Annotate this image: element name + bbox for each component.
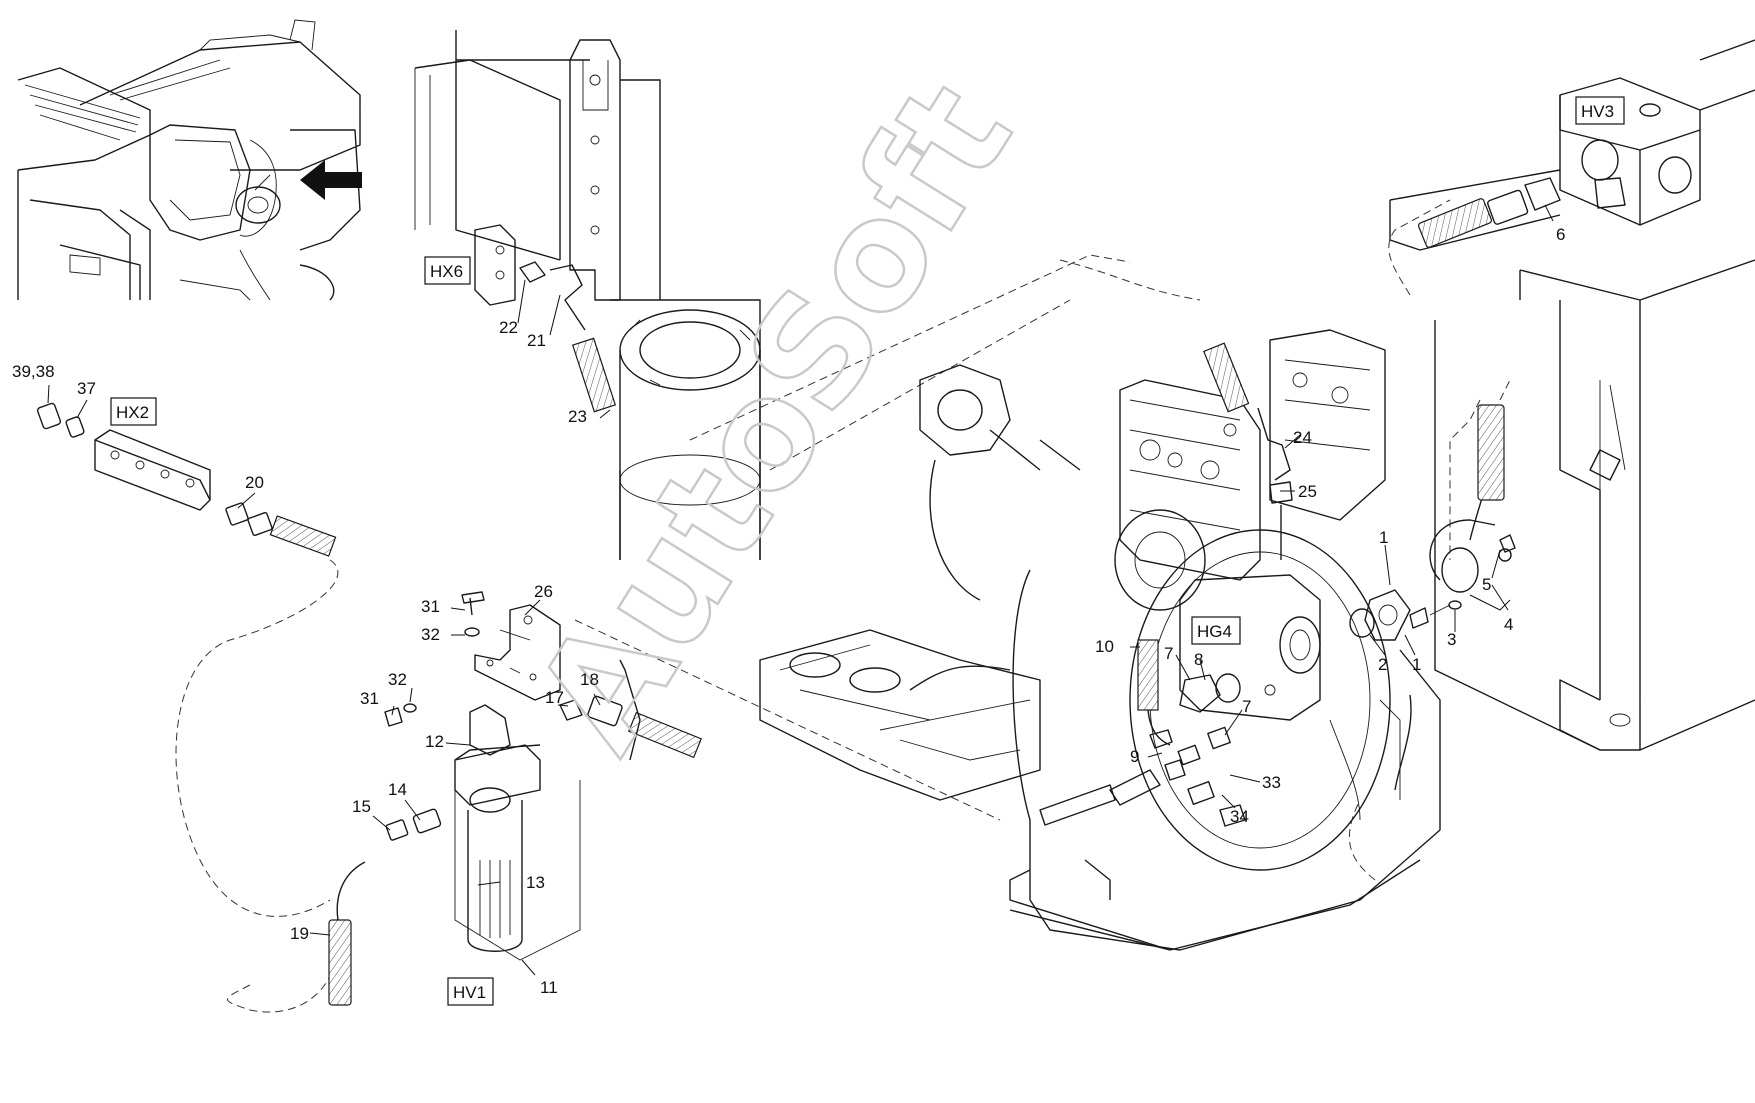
callout-2: 2 <box>1378 655 1387 674</box>
hose-route-dashed <box>175 559 339 917</box>
callout-14: 14 <box>388 780 407 799</box>
block-hx2 <box>36 402 337 557</box>
callout-17: 17 <box>545 688 564 707</box>
callout-5: 5 <box>1482 575 1491 594</box>
callout-34: 34 <box>1230 807 1249 826</box>
callout-32-left: 32 <box>388 670 407 689</box>
callout-19: 19 <box>290 924 309 943</box>
callout-3: 3 <box>1447 630 1456 649</box>
callout-10: 10 <box>1095 637 1114 656</box>
pump-fittings <box>1039 673 1246 827</box>
lower-frame <box>759 629 1041 801</box>
callout-1-top: 1 <box>1379 528 1388 547</box>
callout-7-right: 7 <box>1242 697 1251 716</box>
callout-7-top: 7 <box>1164 644 1173 663</box>
tag-hg4-box <box>1191 616 1241 645</box>
callout-13: 13 <box>526 873 545 892</box>
callout-20: 20 <box>245 473 264 492</box>
pipes-24-25 <box>1137 342 1293 746</box>
callout-1-bottom: 1 <box>1412 655 1421 674</box>
leader-lines <box>47 204 1554 976</box>
callout-39-38: 39,38 <box>12 362 55 381</box>
callout-31-left: 31 <box>360 689 379 708</box>
callout-18: 18 <box>580 670 599 689</box>
tag-hv1: HV1 <box>453 983 486 1002</box>
filter-assembly <box>328 591 702 1006</box>
right-dashed-outline <box>1348 199 1451 881</box>
tag-hx2-box <box>110 397 157 426</box>
callout-23: 23 <box>568 407 587 426</box>
machine-overview-inset <box>17 19 362 301</box>
callout-15: 15 <box>352 797 371 816</box>
callout-37: 37 <box>77 379 96 398</box>
tag-hx6: HX6 <box>430 262 463 281</box>
tag-hv3: HV3 <box>1581 102 1614 121</box>
callout-4: 4 <box>1504 615 1513 634</box>
tag-hv1-box <box>447 977 494 1006</box>
callout-22: 22 <box>499 318 518 337</box>
callout-33: 33 <box>1262 773 1281 792</box>
tag-hx6-box <box>424 256 471 285</box>
callout-12: 12 <box>425 732 444 751</box>
tag-hv3-box <box>1575 96 1625 125</box>
callout-31-top: 31 <box>421 597 440 616</box>
callout-9: 9 <box>1130 747 1139 766</box>
bracket-4 <box>1469 594 1511 611</box>
clamp-assembly <box>1349 379 1516 641</box>
block-hx6 <box>474 224 617 413</box>
callout-6: 6 <box>1556 225 1565 244</box>
frame-column <box>414 30 761 560</box>
tag-hx2: HX2 <box>116 403 149 422</box>
callout-8: 8 <box>1194 650 1203 669</box>
hose-route-dashed-2 <box>227 959 336 1013</box>
callout-24: 24 <box>1293 428 1312 447</box>
callout-11: 11 <box>540 978 558 997</box>
transmission-housing <box>919 329 1441 951</box>
callout-25: 25 <box>1298 482 1317 501</box>
tag-hg4: HG4 <box>1197 622 1232 641</box>
callout-21: 21 <box>527 331 546 350</box>
tank-hv3 <box>1389 39 1755 751</box>
callout-numbers: 39,38 37 20 22 21 23 31 32 26 31 32 12 1… <box>12 225 1565 997</box>
callout-26: 26 <box>534 582 553 601</box>
callout-32-top: 32 <box>421 625 440 644</box>
